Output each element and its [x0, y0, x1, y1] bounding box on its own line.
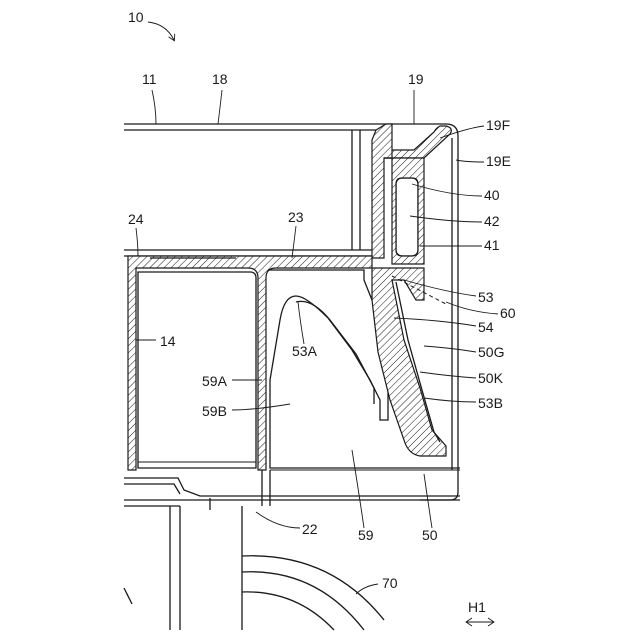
label-pocket-wall: 41 — [484, 237, 500, 253]
label-end-cap: 19 — [408, 71, 424, 87]
label-web-face: 54 — [478, 319, 494, 335]
label-frame: 24 — [128, 211, 144, 227]
label-direction: H1 — [468, 599, 486, 615]
label-gap-50k: 50K — [478, 370, 504, 386]
label-rail: 23 — [288, 209, 304, 225]
label-end-cap-face: 19F — [486, 117, 510, 133]
block-14 — [138, 272, 256, 468]
label-wall-59a: 59A — [202, 373, 228, 389]
label-web-edge: 53B — [478, 395, 503, 411]
label-panel-top: 18 — [212, 71, 228, 87]
roller-70 — [124, 556, 384, 630]
label-insert: 42 — [484, 213, 500, 229]
label-chamber: 59 — [358, 527, 374, 543]
label-web-curve: 53A — [292, 343, 318, 359]
label-foot: 50 — [422, 527, 438, 543]
label-cover: 11 — [142, 71, 157, 87]
label-gap-50g: 50G — [478, 344, 504, 360]
label-block: 14 — [160, 333, 176, 349]
label-assembly: 10 — [128, 9, 144, 25]
direction-arrow — [466, 618, 494, 626]
rail — [124, 250, 372, 470]
label-dashed-member: 60 — [500, 305, 516, 321]
top-cover — [124, 124, 380, 250]
label-wall-59b: 59B — [202, 403, 227, 419]
label-base: 22 — [302, 521, 318, 537]
label-web: 53 — [478, 289, 494, 305]
label-pocket: 40 — [484, 187, 500, 203]
label-roller: 70 — [382, 575, 398, 591]
web-53 — [372, 268, 446, 456]
label-end-cap-edge: 19E — [486, 153, 511, 169]
base — [124, 470, 460, 630]
